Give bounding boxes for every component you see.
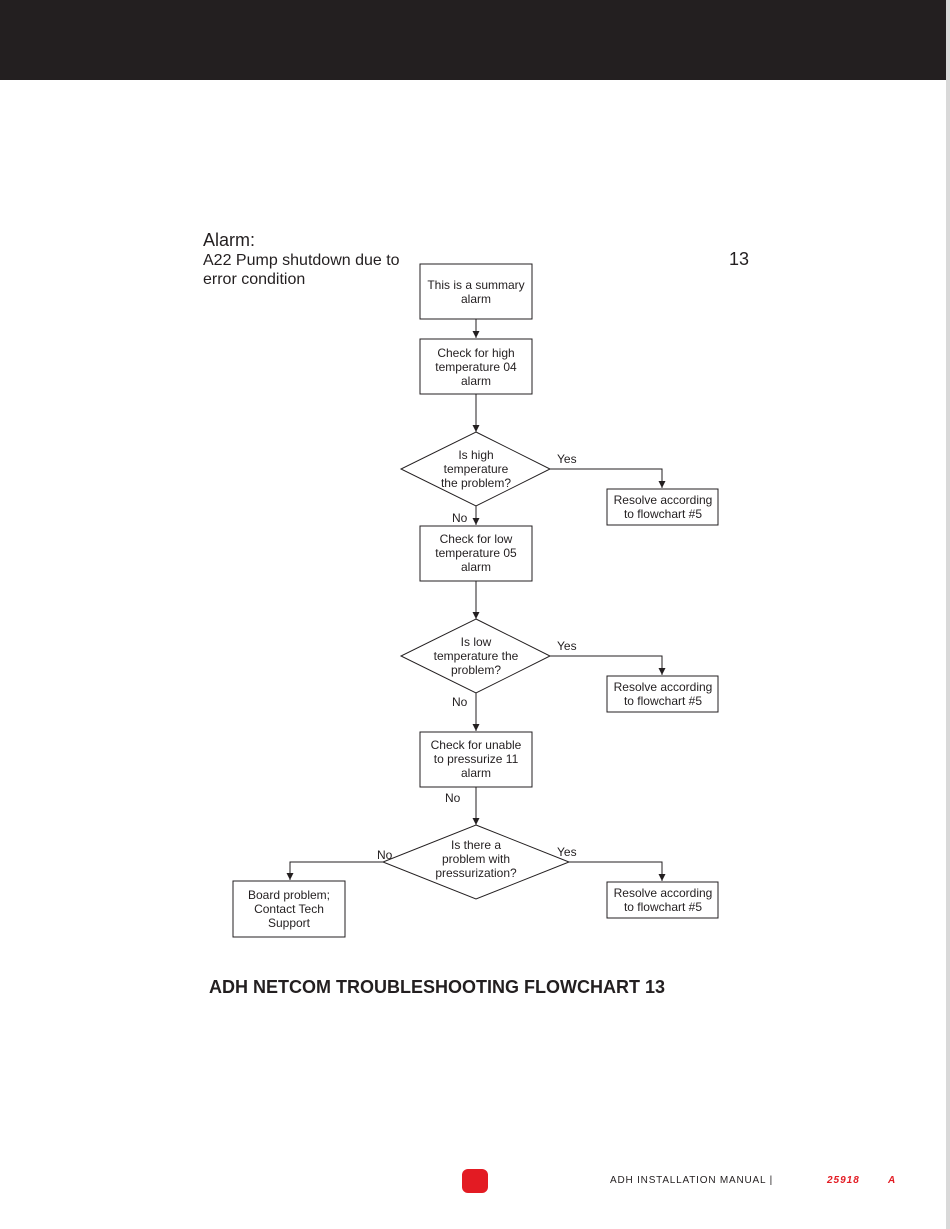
- footer-document-number: 25918: [827, 1175, 860, 1186]
- node-resolve-low-line-1: Resolve according: [614, 680, 713, 694]
- node-check-pressurize-line-3: alarm: [461, 766, 491, 780]
- alarm-description: A22 Pump shutdown due to error condition: [203, 252, 400, 288]
- node-resolve-high-line-1: Resolve according: [614, 493, 713, 507]
- node-decision-low-line-3: problem?: [451, 663, 501, 677]
- node-resolve-low-line-2: to flowchart #5: [624, 694, 702, 708]
- node-decision-pressurization-line-2: problem with: [442, 852, 510, 866]
- node-decision-pressurization-line-3: pressurization?: [435, 866, 517, 880]
- figure-caption-text: ADH NETCOM TROUBLESHOOTING FLOWCHART 13: [209, 977, 665, 997]
- node-resolve-high: [606, 488, 719, 526]
- node-check-low: [419, 525, 533, 582]
- edge-label-low-yes: Yes: [557, 639, 577, 653]
- edge-pressurization-no: [286, 861, 383, 880]
- node-decision-high-line-3: the problem?: [441, 476, 511, 490]
- node-decision-high-line-2: temperature: [444, 462, 509, 476]
- footer-manual-title: ADH INSTALLATION MANUAL |: [610, 1175, 773, 1186]
- node-board-problem-line-1: Board problem;: [248, 888, 330, 902]
- node-decision-low: [399, 618, 552, 694]
- node-board-problem-line-2: Contact Tech: [254, 902, 324, 916]
- node-resolve-pressurization-line-2: to flowchart #5: [624, 900, 702, 914]
- node-decision-low-line-2: temperature the: [434, 649, 519, 663]
- node-check-high-line-2: temperature 04: [435, 360, 517, 374]
- figure-caption: ADH NETCOM TROUBLESHOOTING FLOWCHART 13: [0, 977, 950, 998]
- node-check-high-line-1: Check for high: [437, 346, 514, 360]
- edge-label-low-no: No: [452, 695, 468, 709]
- node-check-high-line-3: alarm: [461, 374, 491, 388]
- node-start-line-2: alarm: [461, 292, 491, 306]
- node-check-low-line-3: alarm: [461, 560, 491, 574]
- edge-label-pressurization-yes: Yes: [557, 845, 577, 859]
- footer-revision: A: [888, 1175, 896, 1186]
- edge-pressurization-yes: [569, 861, 666, 881]
- node-decision-low-line-1: Is low: [461, 635, 492, 649]
- node-decision-high: [399, 431, 552, 507]
- node-check-pressurize: [419, 731, 533, 788]
- alarm-label: Alarm:: [203, 230, 256, 250]
- node-check-low-line-2: temperature 05: [435, 546, 517, 560]
- node-start-line-1: This is a summary: [427, 278, 524, 292]
- node-decision-pressurization-line-1: Is there a: [451, 838, 501, 852]
- node-decision-high-line-1: Is high: [458, 448, 493, 462]
- node-decision-pressurization: [381, 824, 571, 900]
- node-resolve-pressurization-line-1: Resolve according: [614, 886, 713, 900]
- edge-label-high-no: No: [452, 511, 468, 525]
- node-board-problem: [232, 880, 346, 938]
- node-resolve-pressurization: [606, 881, 719, 919]
- node-resolve-low: [606, 675, 719, 713]
- page-edge-rule: [946, 0, 950, 1229]
- node-check-high: [419, 338, 533, 395]
- node-check-pressurize-line-2: to pressurize 11: [434, 752, 519, 766]
- edge-label-pressurization-no: No: [377, 848, 393, 862]
- edge-low-yes: [550, 655, 666, 675]
- node-board-problem-line-3: Support: [268, 916, 311, 930]
- node-start: [419, 263, 533, 320]
- node-check-pressurize-line-1: Check for unable: [431, 738, 522, 752]
- edge-label-pressurize-no: No: [445, 791, 461, 805]
- chart-number: 13: [729, 249, 750, 269]
- edge-high-yes: [550, 468, 666, 488]
- node-resolve-high-line-2: to flowchart #5: [624, 507, 702, 521]
- edge-label-high-yes: Yes: [557, 452, 577, 466]
- node-check-low-line-1: Check for low: [440, 532, 513, 546]
- page-number-badge: [462, 1169, 488, 1193]
- header-band: [0, 0, 950, 80]
